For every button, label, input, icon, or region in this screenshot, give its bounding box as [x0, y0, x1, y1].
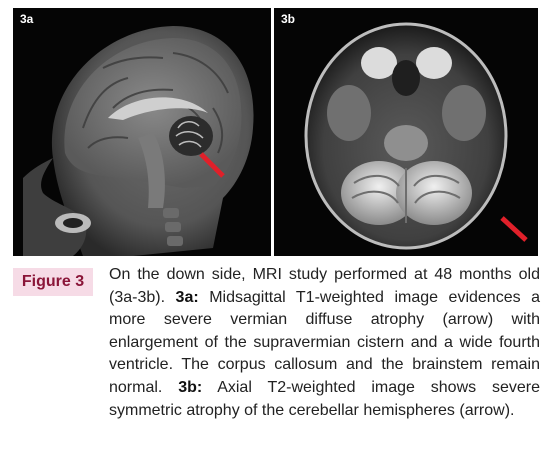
arrow-icon [500, 216, 528, 242]
caption-part-a-text: Midsagittal T1-weighted image evidences … [109, 288, 541, 396]
panel-label-3a: 3a [20, 12, 34, 26]
caption-part-b-text: Axial T2-weighted image shows severe sym… [109, 378, 541, 419]
mri-panel-3a: 3a [13, 8, 271, 256]
mri-panel-3b: 3b [274, 8, 538, 256]
mri-axial-image [274, 8, 538, 256]
figure-caption: On the down side, MRI study performed at… [109, 264, 540, 422]
arrow-icon [199, 152, 225, 178]
caption-intro: On the down side, MRI study performed at… [109, 266, 540, 306]
caption-part-a-label: 3a: [175, 288, 199, 306]
figure-label-badge: Figure 3 [13, 268, 93, 296]
panel-label-3b: 3b [281, 12, 296, 26]
mri-sagittal-image [13, 8, 271, 256]
caption-part-b-label: 3b: [178, 378, 203, 396]
